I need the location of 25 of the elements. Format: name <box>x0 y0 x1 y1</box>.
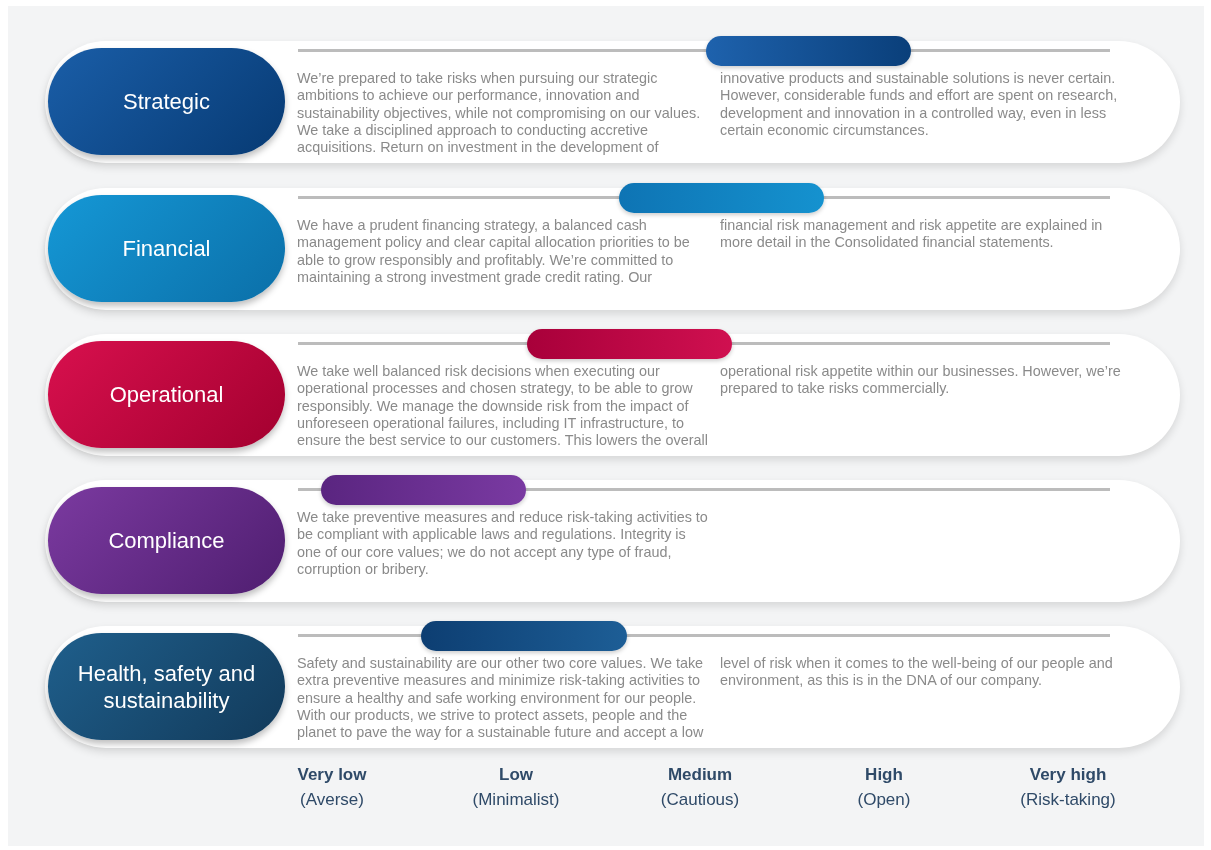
scale-description: (Minimalist) <box>471 790 561 810</box>
scale-level: Low <box>498 765 534 785</box>
category-pill: Operational <box>48 341 285 448</box>
category-pill: Health, safety and sustainability <box>48 633 285 740</box>
scale-description: (Averse) <box>299 790 365 810</box>
scale-level: High <box>864 765 904 785</box>
appetite-bar <box>321 475 526 505</box>
category-pill: Strategic <box>48 48 285 155</box>
category-pill: Compliance <box>48 487 285 594</box>
appetite-bar <box>527 329 732 359</box>
appetite-bar <box>421 621 627 651</box>
category-pill: Financial <box>48 195 285 302</box>
description-text: We take preventive measures and reduce risk-taking activities to be compliant with applicable laws and regulations. Integrity is one of our core values; we do not accept any type of fraud, corruption or bribery. <box>297 509 709 579</box>
scale-description: (Cautious) <box>659 790 741 810</box>
scale-description: (Open) <box>856 790 912 810</box>
scale-level: Very low <box>296 765 368 785</box>
appetite-bar <box>619 183 824 213</box>
scale-level: Very high <box>1028 765 1108 785</box>
description-text: Safety and sustainability are our other two core values. We take extra preventive measures and minimize risk-taking activities to ensure a healthy and safe working environment for our people. With our products, we strive to protect assets, people and the planet to pave the way for a sustainable future and accept a low level of risk when it comes to the well-being of our people and environment, as this is in the DNA of our company. <box>297 655 1114 743</box>
description-text: We take well balanced risk decisions when executing our operational processes and chosen strategy, to be able to grow responsibly. We manage the downside risk from the impact of unforeseen operational failures, including IT infrastructure, to ensure the best service to our customers. This lowers the overall operational risk appetite within our businesses. However, we’re prepared to take risks commercially. <box>297 363 1122 451</box>
description-text: We’re prepared to take risks when pursuing our strategic ambitions to achieve our performance, innovation and sustainability objectives, while not compromising on our values. We take a disciplined approach to conducting accretive acquisitions. Return on investment in the development of innovative products and sustainable solutions is never certain. However, considerable funds and effort are spent on research, development and innovation in a controlled way, even in less certain economic circumstances. <box>297 70 1119 158</box>
scale-level: Medium <box>666 765 734 785</box>
description-text: We have a prudent financing strategy, a balanced cash management policy and clear capital allocation priorities to be able to grow responsibly and profitably. We’re committed to maintaining a strong investment grade credit rating. Our financial risk management and risk appetite are explained in more detail in the Consolidated financial statements. <box>297 217 1104 287</box>
appetite-bar <box>706 36 911 66</box>
scale-description: (Risk-taking) <box>1019 790 1117 810</box>
